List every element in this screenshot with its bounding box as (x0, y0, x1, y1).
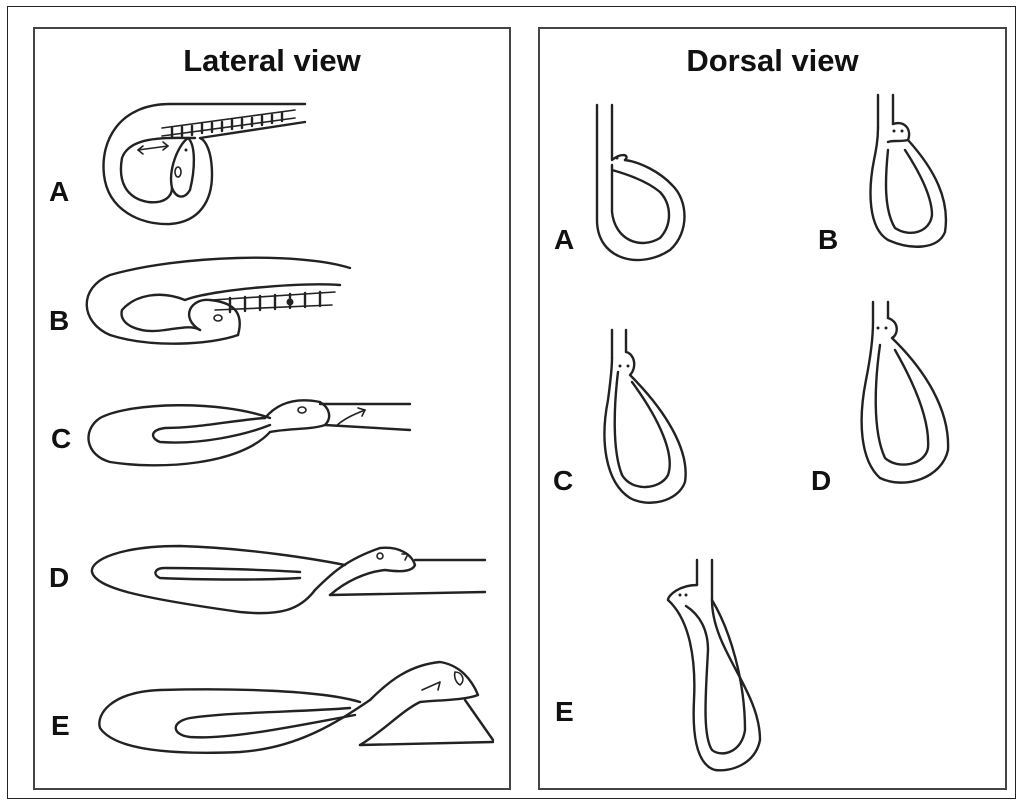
lateral-snake-b (87, 258, 350, 344)
dorsal-snake-a (597, 105, 685, 260)
lateral-snake-c (89, 400, 410, 465)
dorsal-snake-b (871, 95, 946, 247)
dorsal-snake-c (604, 330, 685, 503)
lateral-snake-a (104, 104, 305, 224)
dorsal-snake-d (862, 302, 948, 483)
dorsal-snake-e (668, 560, 760, 770)
lateral-snake-d (92, 546, 485, 613)
lateral-snake-e (99, 662, 493, 753)
